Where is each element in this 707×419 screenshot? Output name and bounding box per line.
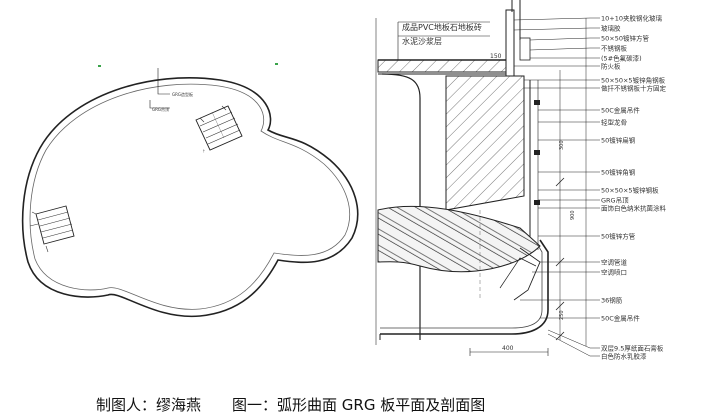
callout-label: 36钢筋 (601, 296, 623, 305)
callout-label: 防火板 (601, 62, 621, 71)
callout-label: 白色防水乳胶漆 (601, 352, 647, 361)
callout-label: 50×50×5镀锌钢板 (601, 186, 659, 195)
caption-bar: 制图人：缪海燕 图一：弧形曲面 GRG 板平面及剖面图 (0, 390, 707, 419)
callout-label: 10+10夹胶钢化玻璃 (601, 14, 662, 23)
callout-leader (547, 329, 600, 349)
callout-label: 50×50×5镀锌角钢板 (601, 76, 666, 85)
callout-label: 玻璃胶 (601, 24, 621, 33)
callout-label: 空调管道 (601, 258, 628, 267)
curved-panel-outline (381, 73, 421, 340)
dim-top: 150 (490, 53, 502, 60)
callout-leader (529, 37, 600, 41)
cad-drawing: ┼ GRG造型板 GRG吊顶 成品PVC地板石地板砖 水泥沙浆层 (21, 0, 667, 361)
plan-stair-lower (29, 205, 75, 253)
callout-label: 50C金属吊件 (601, 106, 640, 115)
plan-label: GRG造型板 (172, 91, 193, 97)
svg-text:┼: ┼ (202, 149, 205, 153)
plan-label: GRG吊顶 (152, 107, 169, 112)
callout-leader (513, 27, 600, 31)
glass-post (505, 9, 515, 79)
callout-label: 面饰白色纳米抗菌涂料 (601, 204, 667, 213)
callout-label: 50镀锌扁钢 (601, 136, 636, 145)
callout-leader (513, 17, 600, 21)
callout-leader (547, 333, 600, 357)
callout-label: 50×50镀锌方管 (601, 34, 649, 43)
callout-label: 做扦不锈钢板十方固定 (601, 84, 667, 93)
floor-slab (377, 59, 509, 73)
callout-label: 双层9.5厚纸面石膏板 (601, 344, 664, 353)
callout-label: 50镀锌角钢 (601, 168, 636, 177)
green-marker (275, 63, 278, 65)
lower-curve (380, 239, 549, 335)
grg-band (377, 205, 541, 273)
section-top-note: 成品PVC地板石地板砖 (402, 22, 482, 32)
plan-leader (149, 100, 170, 109)
callout-label: (5#色氟碳漆) (601, 54, 642, 63)
callout-label: 50镀锌方管 (601, 232, 636, 241)
callout-leaders: 300 900 250 (555, 18, 587, 346)
caption-author: 制图人：缪海燕 (96, 396, 202, 414)
callout-label: 50C金属吊件 (601, 314, 640, 323)
green-marker (98, 65, 101, 67)
callout-label: GRG吊顶 (601, 197, 629, 205)
plan-leader (157, 68, 170, 95)
section-top-note: 水泥沙浆层 (402, 36, 442, 46)
dim-right: 900 (570, 210, 576, 220)
callout-label: 不锈钢板 (601, 44, 628, 53)
plan-stair-upper: ┼ (195, 105, 243, 153)
plan-outline-inner (29, 83, 351, 310)
dim-right: 300 (559, 140, 565, 150)
section-view: 成品PVC地板石地板砖 水泥沙浆层 150 (375, 0, 667, 361)
concrete-beam (445, 75, 525, 211)
caption-title: 图一：弧形曲面 GRG 板平面及剖面图 (232, 396, 486, 414)
dim-right: 250 (559, 310, 565, 320)
plan-outline-outer (21, 77, 359, 318)
plan-view: ┼ GRG造型板 GRG吊顶 (21, 63, 359, 318)
dim-bottom: 400 (502, 345, 514, 352)
callout-label: 轻型龙骨 (601, 118, 627, 127)
callout-label: 空调喷口 (601, 268, 627, 277)
callout-leader (529, 47, 600, 51)
